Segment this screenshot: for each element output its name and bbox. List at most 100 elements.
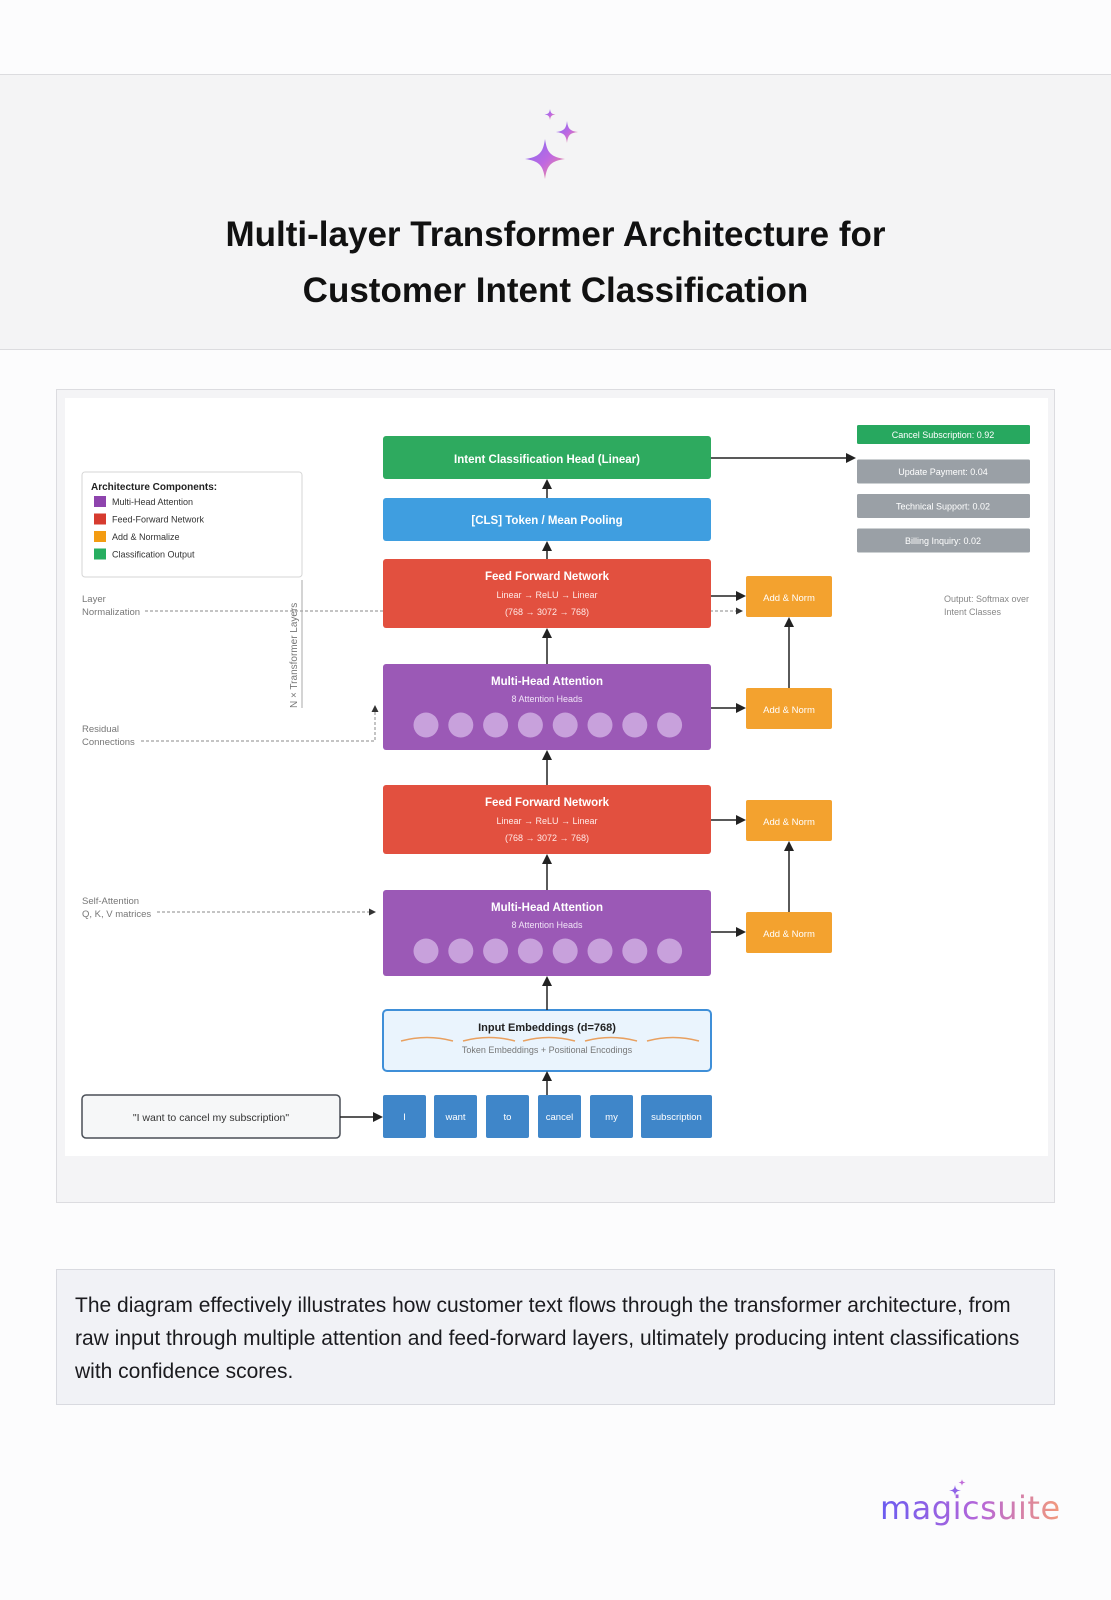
intent-output-label: Update Payment: 0.04: [898, 467, 988, 477]
attention-head: [587, 712, 613, 738]
token-label: I: [403, 1112, 406, 1123]
intent-output-box: [857, 494, 1030, 518]
intent-output-box: [857, 528, 1030, 553]
token-label: want: [444, 1112, 465, 1123]
token-label: my: [605, 1112, 618, 1123]
attention-head: [552, 712, 578, 738]
intent-output-box: [857, 425, 1030, 444]
svg-text:8 Attention Heads: 8 Attention Heads: [511, 920, 583, 930]
intent-output-label: Billing Inquiry: 0.02: [905, 536, 981, 546]
input-sentence-box: "I want to cancel my subscription": [81, 1094, 341, 1139]
svg-text:"I want to cancel my subscript: "I want to cancel my subscription": [133, 1112, 290, 1124]
legend-swatch: [94, 531, 106, 542]
token-label: to: [504, 1112, 512, 1123]
add-norm-3: Add & Norm: [746, 800, 832, 841]
attention-head: [657, 712, 683, 738]
mha-block-upper: Multi-Head Attention 8 Attention Heads: [383, 664, 711, 750]
svg-text:Residual: Residual: [82, 724, 119, 735]
legend-swatch: [94, 513, 106, 525]
svg-text:Add & Norm: Add & Norm: [763, 817, 815, 828]
attention-head: [413, 938, 439, 964]
brand-logo: magicsuite: [880, 1477, 1060, 1537]
svg-text:(768 → 3072 → 768): (768 → 3072 → 768): [505, 607, 589, 617]
svg-text:8 Attention Heads: 8 Attention Heads: [511, 694, 583, 704]
svg-text:Token Embeddings + Positional: Token Embeddings + Positional Encodings: [462, 1045, 633, 1055]
diagram-frame: Architecture Components: Multi-Head Atte…: [56, 389, 1055, 1203]
attention-head: [622, 938, 648, 964]
legend-item: Classification Output: [112, 550, 195, 560]
intent-output-label: Technical Support: 0.02: [896, 502, 990, 512]
attention-head: [413, 712, 439, 738]
annotation-n-layers: N × Transformer Layers: [289, 580, 303, 708]
transformer-diagram: Architecture Components: Multi-Head Atte…: [65, 398, 1048, 1156]
header-banner: Multi-layer Transformer Architecture for…: [0, 74, 1111, 350]
svg-text:N × Transformer Layers: N × Transformer Layers: [289, 603, 300, 708]
legend-title: Architecture Components:: [91, 482, 217, 493]
svg-text:Add & Norm: Add & Norm: [763, 929, 815, 940]
svg-text:Multi-Head Attention: Multi-Head Attention: [491, 902, 603, 914]
token-label: cancel: [546, 1112, 573, 1123]
legend-item: Add & Normalize: [112, 532, 180, 542]
token-box: [486, 1095, 529, 1138]
attention-heads-lower: [413, 938, 683, 964]
svg-text:Feed Forward Network: Feed Forward Network: [485, 797, 610, 809]
attention-head: [517, 712, 543, 738]
token-box: [434, 1095, 477, 1138]
svg-text:Output: Softmax over: Output: Softmax over: [944, 594, 1029, 604]
add-norm-1: Add & Norm: [746, 576, 832, 617]
svg-text:Input Embeddings (d=768): Input Embeddings (d=768): [478, 1022, 616, 1034]
legend-item: Feed-Forward Network: [112, 515, 205, 525]
svg-text:Linear → ReLU → Linear: Linear → ReLU → Linear: [496, 816, 597, 826]
mha-block-lower: Multi-Head Attention 8 Attention Heads: [383, 890, 711, 976]
brand-sparkle-icon: [949, 1479, 966, 1496]
svg-text:[CLS] Token / Mean Pooling: [CLS] Token / Mean Pooling: [471, 515, 622, 527]
attention-head: [448, 938, 474, 964]
sparkle-icon: [525, 109, 578, 179]
attention-head: [448, 712, 474, 738]
svg-text:Add & Norm: Add & Norm: [763, 593, 815, 604]
svg-text:Feed Forward Network: Feed Forward Network: [485, 571, 610, 583]
svg-text:Multi-Head Attention: Multi-Head Attention: [491, 676, 603, 688]
page-title: Multi-layer Transformer Architecture for…: [60, 207, 1051, 319]
token-label: subscription: [651, 1112, 702, 1123]
legend-swatch: [94, 496, 106, 507]
svg-text:Intent Classes: Intent Classes: [944, 607, 1002, 617]
legend: Architecture Components: Multi-Head Atte…: [81, 471, 303, 578]
svg-text:Self-Attention: Self-Attention: [82, 896, 139, 907]
ffn-block-lower: Feed Forward Network Linear → ReLU → Lin…: [383, 785, 711, 854]
svg-text:Add & Norm: Add & Norm: [763, 705, 815, 716]
token-box: [538, 1095, 581, 1138]
title-line-2: Customer Intent Classification: [302, 271, 809, 310]
svg-text:Connections: Connections: [82, 737, 135, 748]
attention-head: [483, 938, 509, 964]
svg-text:Normalization: Normalization: [82, 607, 140, 618]
flow-arrows: [340, 453, 856, 1122]
token-box: [590, 1095, 633, 1138]
intent-output-box: [857, 459, 1030, 484]
legend-swatch: [94, 548, 106, 560]
annotation-residual: Residual Connections: [82, 705, 379, 748]
input-embeddings-block: Input Embeddings (d=768) Token Embedding…: [382, 1009, 712, 1072]
brand-name: magicsuite: [880, 1489, 1061, 1527]
attention-head: [483, 712, 509, 738]
token-box: [383, 1095, 426, 1138]
svg-text:Q, K, V matrices: Q, K, V matrices: [82, 909, 151, 920]
svg-text:(768 → 3072 → 768): (768 → 3072 → 768): [505, 833, 589, 843]
legend-item: Multi-Head Attention: [112, 497, 193, 507]
pooling-block: [CLS] Token / Mean Pooling: [383, 498, 711, 541]
attention-head: [517, 938, 543, 964]
classification-head: Intent Classification Head (Linear): [383, 436, 711, 479]
attention-head: [622, 712, 648, 738]
svg-text:Linear → ReLU → Linear: Linear → ReLU → Linear: [496, 590, 597, 600]
title-line-1: Multi-layer Transformer Architecture for: [225, 215, 886, 254]
add-norm-2: Add & Norm: [746, 688, 832, 729]
attention-head: [552, 938, 578, 964]
summary-text: The diagram effectively illustrates how …: [56, 1269, 1055, 1405]
annotation-self-attention: Self-Attention Q, K, V matrices: [82, 896, 376, 920]
intent-output-label: Cancel Subscription: 0.92: [892, 430, 995, 440]
add-norm-4: Add & Norm: [746, 912, 832, 953]
attention-head: [657, 938, 683, 964]
svg-text:Intent Classification Head (Li: Intent Classification Head (Linear): [454, 454, 640, 466]
attention-heads-upper: [413, 712, 683, 738]
